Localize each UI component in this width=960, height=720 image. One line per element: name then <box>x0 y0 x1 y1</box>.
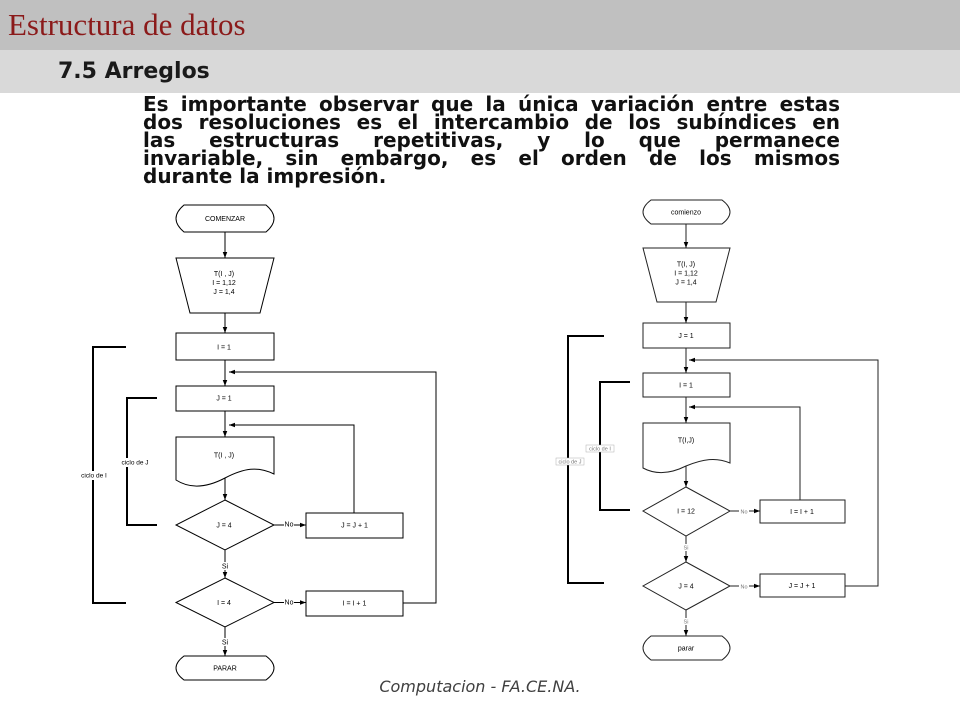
decision-2-no-process <box>305 590 404 617</box>
flowchart-left: ciclo de I ciclo de J COMENZAR T(I , J) … <box>78 204 437 681</box>
yes-label-background <box>220 562 230 570</box>
yes-label-background <box>681 618 691 625</box>
end-label: parar <box>678 646 695 653</box>
no-label-background <box>284 598 294 606</box>
decision-1-no-process-label: J = J + 1 <box>341 523 368 530</box>
no-label-background <box>284 520 294 528</box>
outer-loop-return-arrow <box>229 369 437 604</box>
decision-1-no-process <box>305 512 404 539</box>
input-label-i-range: I = 1,12 <box>212 280 236 287</box>
outer-loop-label-background <box>78 471 110 480</box>
process-step-1-label: J = 1 <box>678 333 693 340</box>
slide-title: Estructura de datos <box>8 7 246 42</box>
decision-1-no-label: No <box>740 510 747 516</box>
start-label: COMENZAR <box>205 216 245 223</box>
process-step-1 <box>175 332 275 361</box>
outer-loop-label-background <box>555 457 585 466</box>
paragraph-line: durante la impresión. <box>143 164 387 188</box>
start-terminal <box>175 204 275 233</box>
inner-loop-label-background <box>118 458 152 467</box>
end-terminal <box>175 655 275 681</box>
inner-loop-return-arrow <box>229 422 355 513</box>
inner-loop-return-arrow <box>689 404 801 500</box>
input-label-j-range: J = 1,4 <box>675 280 696 287</box>
decision-2-yes-label: Si <box>684 620 689 626</box>
input-label-i-range: I = 1,12 <box>674 271 698 278</box>
decision-1-diamond <box>174 499 276 551</box>
yes-label-background <box>220 638 230 646</box>
decision-1-no-label: No <box>285 522 294 529</box>
input-trapezoid <box>642 247 731 303</box>
decision-2-no-process-label: J = J + 1 <box>789 583 816 590</box>
outer-loop-label: ciclo de I <box>81 473 107 480</box>
process-step-1-label: I = 1 <box>217 345 231 352</box>
outer-loop-label: ciclo de J <box>559 460 582 466</box>
decision-2-label: J = 4 <box>678 584 693 591</box>
no-label-background <box>739 583 749 590</box>
paragraph-line: dos resoluciones es el intercambio de lo… <box>143 110 840 134</box>
process-step-1 <box>642 322 731 349</box>
paragraph-line: las estructuras repetitivas, y lo que pe… <box>143 128 840 152</box>
input-label-array: T(I, J) <box>677 262 695 269</box>
header-band <box>0 0 960 50</box>
inner-loop-label: ciclo de J <box>121 460 148 467</box>
input-trapezoid <box>175 257 275 314</box>
process-step-2 <box>175 385 275 412</box>
yes-label-background <box>681 544 691 551</box>
output-document <box>642 422 731 474</box>
outer-loop-return-arrow <box>689 357 879 587</box>
decision-2-diamond <box>174 577 276 628</box>
section-band <box>0 50 960 93</box>
body-paragraph: Es importante observar que la única vari… <box>143 92 840 188</box>
output-document <box>175 436 275 487</box>
decision-2-no-process-label: I = I + 1 <box>343 601 367 608</box>
decision-1-no-process <box>759 499 846 524</box>
no-label-background <box>739 508 749 515</box>
decision-1-diamond <box>641 486 732 537</box>
decision-2-label: I = 4 <box>217 600 231 607</box>
end-terminal <box>642 635 731 661</box>
decision-1-label: J = 4 <box>216 523 231 530</box>
footer-text: Computacion - FA.CE.NA. <box>379 677 581 696</box>
start-label: comienzo <box>671 210 701 217</box>
input-label-j-range: J = 1,4 <box>213 289 234 296</box>
process-step-2 <box>642 372 731 398</box>
process-step-2-label: I = 1 <box>679 383 693 390</box>
paragraph-line: Es importante observar que la única vari… <box>143 92 840 116</box>
output-label: T(I , J) <box>214 453 234 460</box>
decision-1-yes-label: Si <box>684 546 689 552</box>
paragraph-line: invariable, sin embargo, es el orden de … <box>143 146 840 170</box>
inner-loop-label-background <box>585 444 615 453</box>
process-step-2-label: J = 1 <box>216 396 231 403</box>
output-label: T(I,J) <box>678 438 694 445</box>
decision-2-no-process <box>759 573 846 598</box>
inner-loop-label: ciclo de I <box>589 447 611 453</box>
decision-2-no-label: No <box>285 600 294 607</box>
decision-2-no-label: No <box>740 585 747 591</box>
input-label-array: T(I , J) <box>214 271 234 278</box>
flowchart-right: ciclo de J ciclo de I comienzo T(I, J) I… <box>555 199 879 661</box>
start-terminal <box>642 199 731 225</box>
decision-1-yes-label: Si <box>222 564 229 571</box>
end-label: PARAR <box>213 666 237 673</box>
decision-1-label: I = 12 <box>677 509 695 516</box>
decision-1-no-process-label: I = I + 1 <box>790 509 814 516</box>
decision-2-diamond <box>641 561 732 611</box>
section-title: 7.5 Arreglos <box>58 59 210 84</box>
decision-2-yes-label: Si <box>222 640 229 647</box>
